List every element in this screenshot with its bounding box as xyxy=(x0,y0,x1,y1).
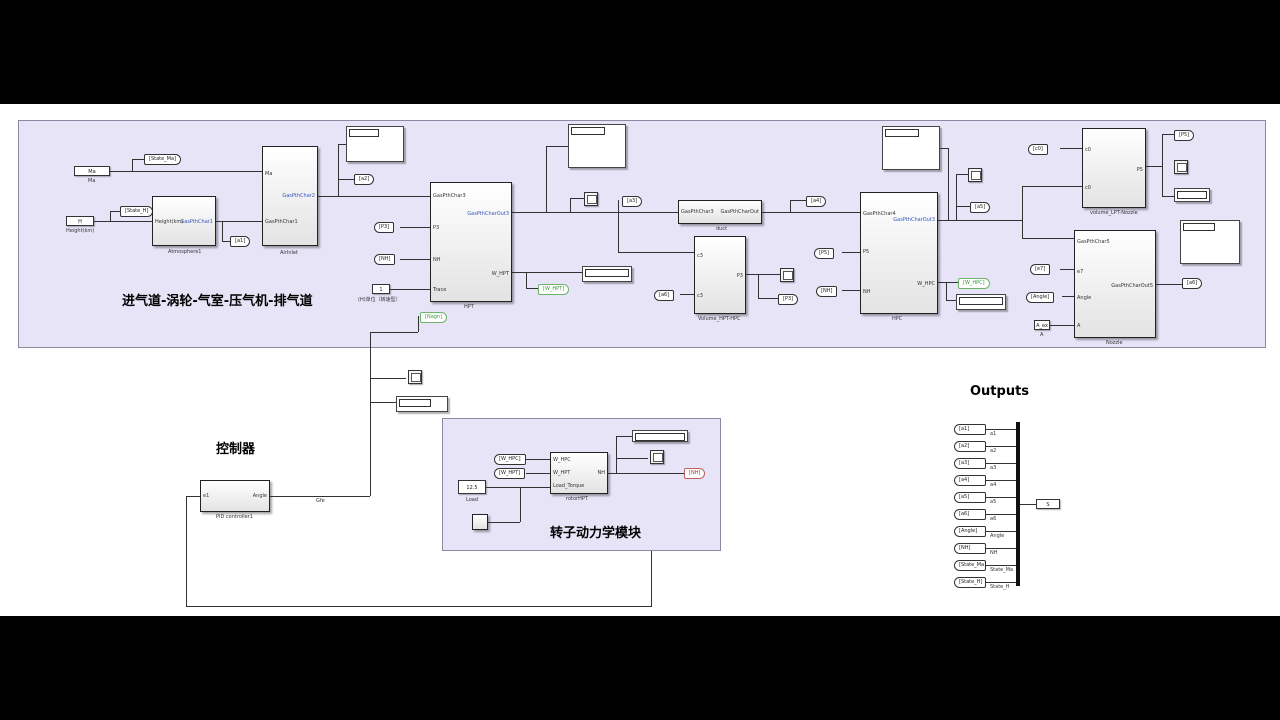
main-subsystem-area[interactable] xyxy=(18,120,1266,348)
a-ex-constant[interactable]: A_ex xyxy=(1034,320,1050,330)
hpc-label: HPC xyxy=(892,316,903,322)
outputs-from-tag[interactable]: [a2] xyxy=(954,441,986,452)
main-subsystem-title: 进气道-涡轮-气室-压气机-排气道 xyxy=(122,294,313,309)
outputs-from-tag[interactable]: [Angle] xyxy=(954,526,986,537)
controller-title: 控制器 xyxy=(216,442,256,457)
rotor-subsystem-title: 转子动力学模块 xyxy=(550,526,642,541)
from-w-hpt-rotor[interactable]: [W_HPT] xyxy=(494,468,526,479)
hpt-out-display[interactable] xyxy=(568,124,626,168)
volume-lpt-block[interactable]: c0 c0 P5 xyxy=(1082,128,1146,208)
trace-constant[interactable]: 1 xyxy=(372,284,390,294)
volume-lpt-label: volume_LPT-Nozzle xyxy=(1090,210,1138,216)
outputs-mux[interactable] xyxy=(1016,422,1020,586)
hpc-block[interactable]: GasPthChar4 P5 NH GasPthCharOut3 W_HPC xyxy=(860,192,938,314)
simulink-canvas: 进气道-涡轮-气室-压气机-排气道 Ma Ma H Height(km) [St… xyxy=(0,104,1280,616)
hpt-block[interactable]: GasPthChar3 P3 NH Trace GasPthCharOut3 W… xyxy=(430,182,512,302)
outputs-from-tag[interactable]: [a6] xyxy=(954,509,986,520)
goto-w-hpc[interactable]: [W_HPC] xyxy=(958,278,990,289)
a-ex-caption: A xyxy=(1040,332,1044,338)
airinlet-block[interactable]: Ma GasPthChar1 GasPthChar2 xyxy=(262,146,318,246)
atmosphere-block[interactable]: Height(km) GasPthChar1 xyxy=(152,196,216,246)
from-nh-hpc[interactable]: [NH] xyxy=(816,286,838,297)
hpt-scope[interactable] xyxy=(584,192,598,206)
outputs-signal-label: a2 xyxy=(990,448,997,454)
airinlet-display[interactable] xyxy=(346,126,404,162)
outputs-from-tag[interactable]: [a1] xyxy=(954,424,986,435)
from-c0[interactable]: [c0] xyxy=(1028,144,1048,155)
duct-block[interactable]: GasPthChar3 GasPthCharOut xyxy=(678,200,762,224)
from-w-hpc-rotor[interactable]: [W_HPC] xyxy=(494,454,526,465)
pid-controller-label: PID controller1 xyxy=(216,514,253,520)
goto-a3[interactable]: [a3] xyxy=(622,196,643,207)
outputs-signal-label: a3 xyxy=(990,465,997,471)
ma-input-block[interactable]: Ma xyxy=(74,166,110,176)
outputs-from-tag[interactable]: [State_Ma] xyxy=(954,560,986,571)
outputs-from-tag[interactable]: [a3] xyxy=(954,458,986,469)
hpc-display[interactable] xyxy=(956,294,1006,310)
nozzle-block[interactable]: GasPthChar5 e7 Angle A GasPthCharOut5 xyxy=(1074,230,1156,338)
outputs-terminal[interactable]: S xyxy=(1036,499,1060,509)
pid-controller-block[interactable]: e1 Angle xyxy=(200,480,270,512)
goto-a5[interactable]: [a5] xyxy=(970,202,991,213)
rotor-hpt-label: rotorHPT xyxy=(566,496,588,502)
goto-w-hpt[interactable]: [W_HPT] xyxy=(538,284,570,295)
volume-lpt-scope[interactable] xyxy=(1174,160,1188,174)
outputs-from-tag[interactable]: [State_H] xyxy=(954,577,986,588)
goto-state-ma[interactable]: [State_Ma] xyxy=(144,154,182,165)
goto-a2[interactable]: [a2] xyxy=(354,174,375,185)
duct-label: duct xyxy=(716,226,728,232)
outputs-from-tag[interactable]: [NH] xyxy=(954,543,986,554)
airinlet-label: AirInlet xyxy=(280,250,298,256)
from-p5-hpc[interactable]: [P5] xyxy=(814,248,835,259)
volume-scope[interactable] xyxy=(780,268,794,282)
rotor-display[interactable] xyxy=(632,430,688,442)
goto-p5[interactable]: [P5] xyxy=(1174,130,1195,141)
nozzle-display[interactable] xyxy=(1180,220,1240,264)
rotor-hpt-block[interactable]: W_HPC W_HPT Load_Torque NH xyxy=(550,452,608,494)
hpt-display[interactable] xyxy=(582,266,632,282)
rotor-scope[interactable] xyxy=(650,450,664,464)
goto-p3[interactable]: [P3] xyxy=(778,294,799,305)
controller-display[interactable] xyxy=(396,396,448,412)
volume-hpt-hpc-label: Volume_HPT-HPC xyxy=(698,316,741,322)
outputs-from-tag[interactable]: [a5] xyxy=(954,492,986,503)
ma-caption: Ma xyxy=(88,178,96,184)
outputs-title: Outputs xyxy=(970,384,1030,399)
hpc-scope[interactable] xyxy=(968,168,982,182)
load-caption: Load xyxy=(466,497,478,503)
height-input-block[interactable]: H xyxy=(66,216,94,226)
outputs-signal-label: a1 xyxy=(990,431,997,437)
outputs-signal-label: a5 xyxy=(990,499,997,505)
outputs-signal-label: a6 xyxy=(990,516,997,522)
from-nh-hpt[interactable]: [NH] xyxy=(374,254,396,265)
load-constant[interactable]: 12.5 xyxy=(458,480,486,494)
from-a6-volume[interactable]: [a6] xyxy=(654,290,675,301)
outputs-signal-label: a4 xyxy=(990,482,997,488)
nozzle-label: Nozzle xyxy=(1106,340,1123,346)
goto-a4[interactable]: [a4] xyxy=(806,196,827,207)
goto-nh-rotor[interactable]: [NH] xyxy=(684,468,706,479)
outputs-signal-label: State_Ma xyxy=(990,567,1014,573)
trace-goto[interactable]: [Nagn] xyxy=(420,312,448,323)
goto-a6[interactable]: [a6] xyxy=(1182,278,1203,289)
goto-a1[interactable]: [a1] xyxy=(230,236,251,247)
goto-state-h[interactable]: [State_H] xyxy=(120,206,154,217)
from-p3-hpt[interactable]: [P3] xyxy=(374,222,395,233)
hpc-top-display[interactable] xyxy=(882,126,940,170)
volume-hpt-hpc-block[interactable]: c3 c3 P3 xyxy=(694,236,746,314)
trace-caption: (H)单位（转速型） xyxy=(358,297,401,303)
controller-scope[interactable] xyxy=(408,370,422,384)
height-caption: Height(km) xyxy=(66,228,95,234)
atmosphere-label: Atmosphere1 xyxy=(168,249,202,255)
outputs-from-tag[interactable]: [a4] xyxy=(954,475,986,486)
hpt-label: HPT xyxy=(464,304,474,310)
outputs-signal-label: Angle xyxy=(990,533,1005,539)
outputs-signal-label: State_H xyxy=(990,584,1010,590)
from-e7[interactable]: [e7] xyxy=(1030,264,1051,275)
outputs-signal-label: NH xyxy=(990,550,998,556)
step-block[interactable] xyxy=(472,514,488,530)
from-angle[interactable]: [Angle] xyxy=(1026,292,1055,303)
controller-wire-label: Gfe xyxy=(316,498,325,504)
volume-lpt-display[interactable] xyxy=(1174,188,1210,202)
